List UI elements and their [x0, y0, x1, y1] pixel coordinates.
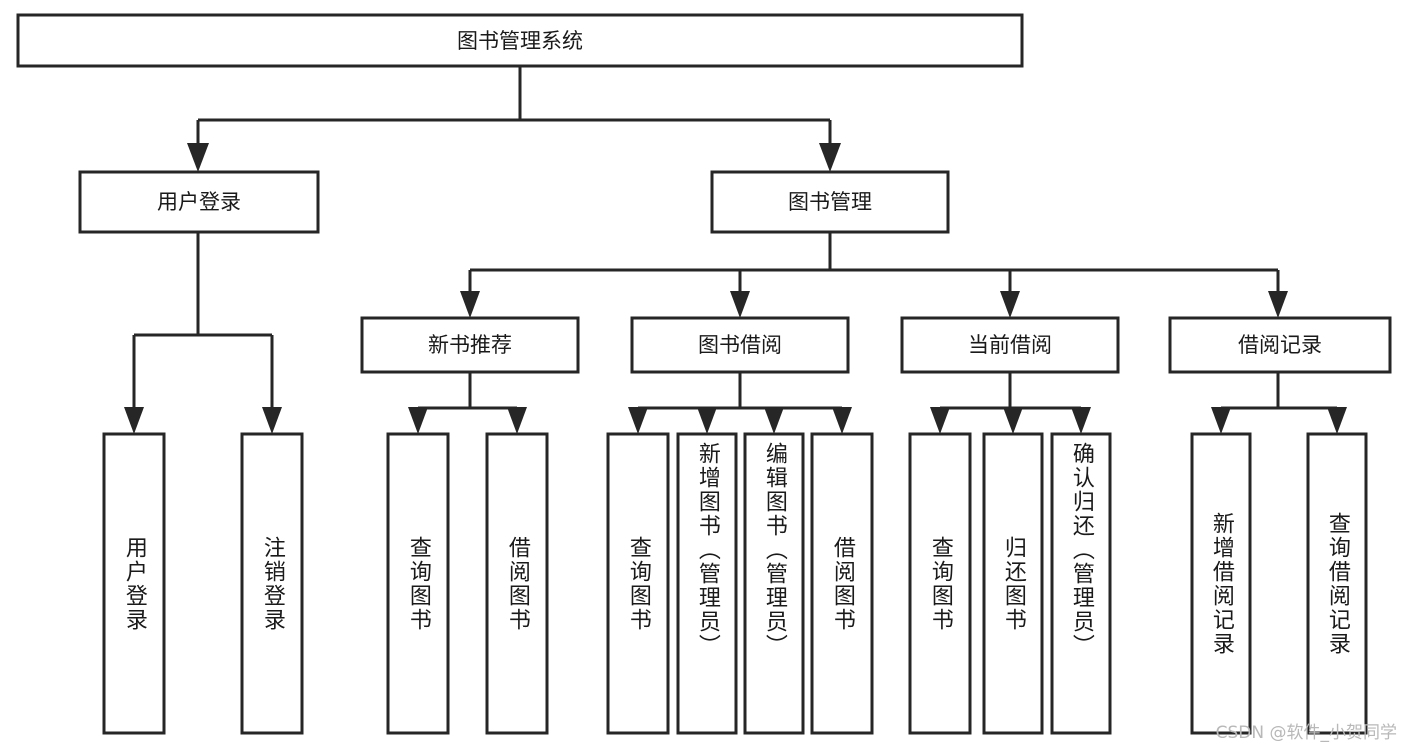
node-book-manage[interactable]: 图书管理	[710, 170, 950, 234]
node-leaf-logout-box[interactable]	[240, 432, 304, 735]
arrow-head-leaf-edit-book	[764, 407, 784, 434]
node-borrow-record-label: 借阅记录	[1238, 333, 1322, 357]
node-root[interactable]: 图书管理系统	[16, 13, 1024, 68]
arrow-head-leaf-query-book-recommend	[408, 407, 428, 434]
arrow-head-borrow-record	[1268, 291, 1288, 318]
node-leaf-add-borrow-record-box[interactable]	[1190, 432, 1252, 735]
arrow-head-leaf-return-book	[1003, 407, 1023, 434]
arrow-head-book-borrow	[730, 291, 750, 318]
arrow-head-leaf-logout	[262, 407, 282, 434]
node-leaf-edit-book-box[interactable]	[743, 432, 805, 735]
node-book-manage-label: 图书管理	[788, 190, 872, 214]
node-new-book-recommend[interactable]: 新书推荐	[360, 316, 580, 374]
node-user-login[interactable]: 用户登录	[78, 170, 320, 234]
node-layer: 图书管理系统 用户登录 图书管理 新书推荐 图书借阅 当前	[16, 13, 1392, 735]
arrow-head-leaf-confirm-return	[1071, 407, 1091, 434]
node-new-book-recommend-label: 新书推荐	[428, 333, 512, 357]
arrow-head-leaf-add-borrow-record	[1211, 407, 1231, 434]
node-user-login-label: 用户登录	[157, 190, 241, 214]
arrow-head-leaf-query-book-borrow	[628, 407, 648, 434]
node-leaf-confirm-return-box[interactable]	[1050, 432, 1112, 735]
node-current-borrow-box[interactable]	[900, 316, 1120, 374]
node-leaf-query-book-recommend-box[interactable]	[386, 432, 450, 735]
node-leaf-borrow-book-box[interactable]	[810, 432, 874, 735]
arrow-head-leaf-borrow-book	[832, 407, 852, 434]
connector-layer	[124, 66, 1347, 434]
arrow-head-book-manage	[819, 143, 841, 172]
node-user-login-box[interactable]	[78, 170, 320, 234]
node-book-borrow[interactable]: 图书借阅	[630, 316, 850, 374]
node-leaf-query-borrow-record-box[interactable]	[1306, 432, 1368, 735]
arrow-head-current-borrow	[1000, 291, 1020, 318]
node-root-box[interactable]	[16, 13, 1024, 68]
node-leaf-query-book-current-box[interactable]	[908, 432, 972, 735]
node-current-borrow[interactable]: 当前借阅	[900, 316, 1120, 374]
arrow-head-user-login	[187, 143, 209, 172]
node-book-manage-box[interactable]	[710, 170, 950, 234]
node-leaf-add-book-box[interactable]	[676, 432, 738, 735]
arrow-head-leaf-query-borrow-record	[1327, 407, 1347, 434]
node-leaf-user-login-box[interactable]	[102, 432, 166, 735]
node-leaf-borrow-book-recommend-box[interactable]	[485, 432, 549, 735]
node-new-book-recommend-box[interactable]	[360, 316, 580, 374]
node-leaf-return-book-box[interactable]	[982, 432, 1044, 735]
node-leaf-query-book-borrow-box[interactable]	[606, 432, 670, 735]
arrow-head-leaf-query-book-current	[930, 407, 950, 434]
node-current-borrow-label: 当前借阅	[968, 333, 1052, 357]
node-book-borrow-label: 图书借阅	[698, 333, 782, 357]
node-borrow-record[interactable]: 借阅记录	[1168, 316, 1392, 374]
csdn-watermark: CSDN @软件_小贺同学	[1215, 723, 1397, 743]
arrow-head-new-book-recommend	[460, 291, 480, 318]
node-root-label: 图书管理系统	[457, 29, 583, 53]
arrow-head-leaf-borrow-book-recommend	[507, 407, 527, 434]
arrow-head-leaf-user-login	[124, 407, 144, 434]
node-book-borrow-box[interactable]	[630, 316, 850, 374]
node-borrow-record-box[interactable]	[1168, 316, 1392, 374]
arrow-head-leaf-add-book	[697, 407, 717, 434]
